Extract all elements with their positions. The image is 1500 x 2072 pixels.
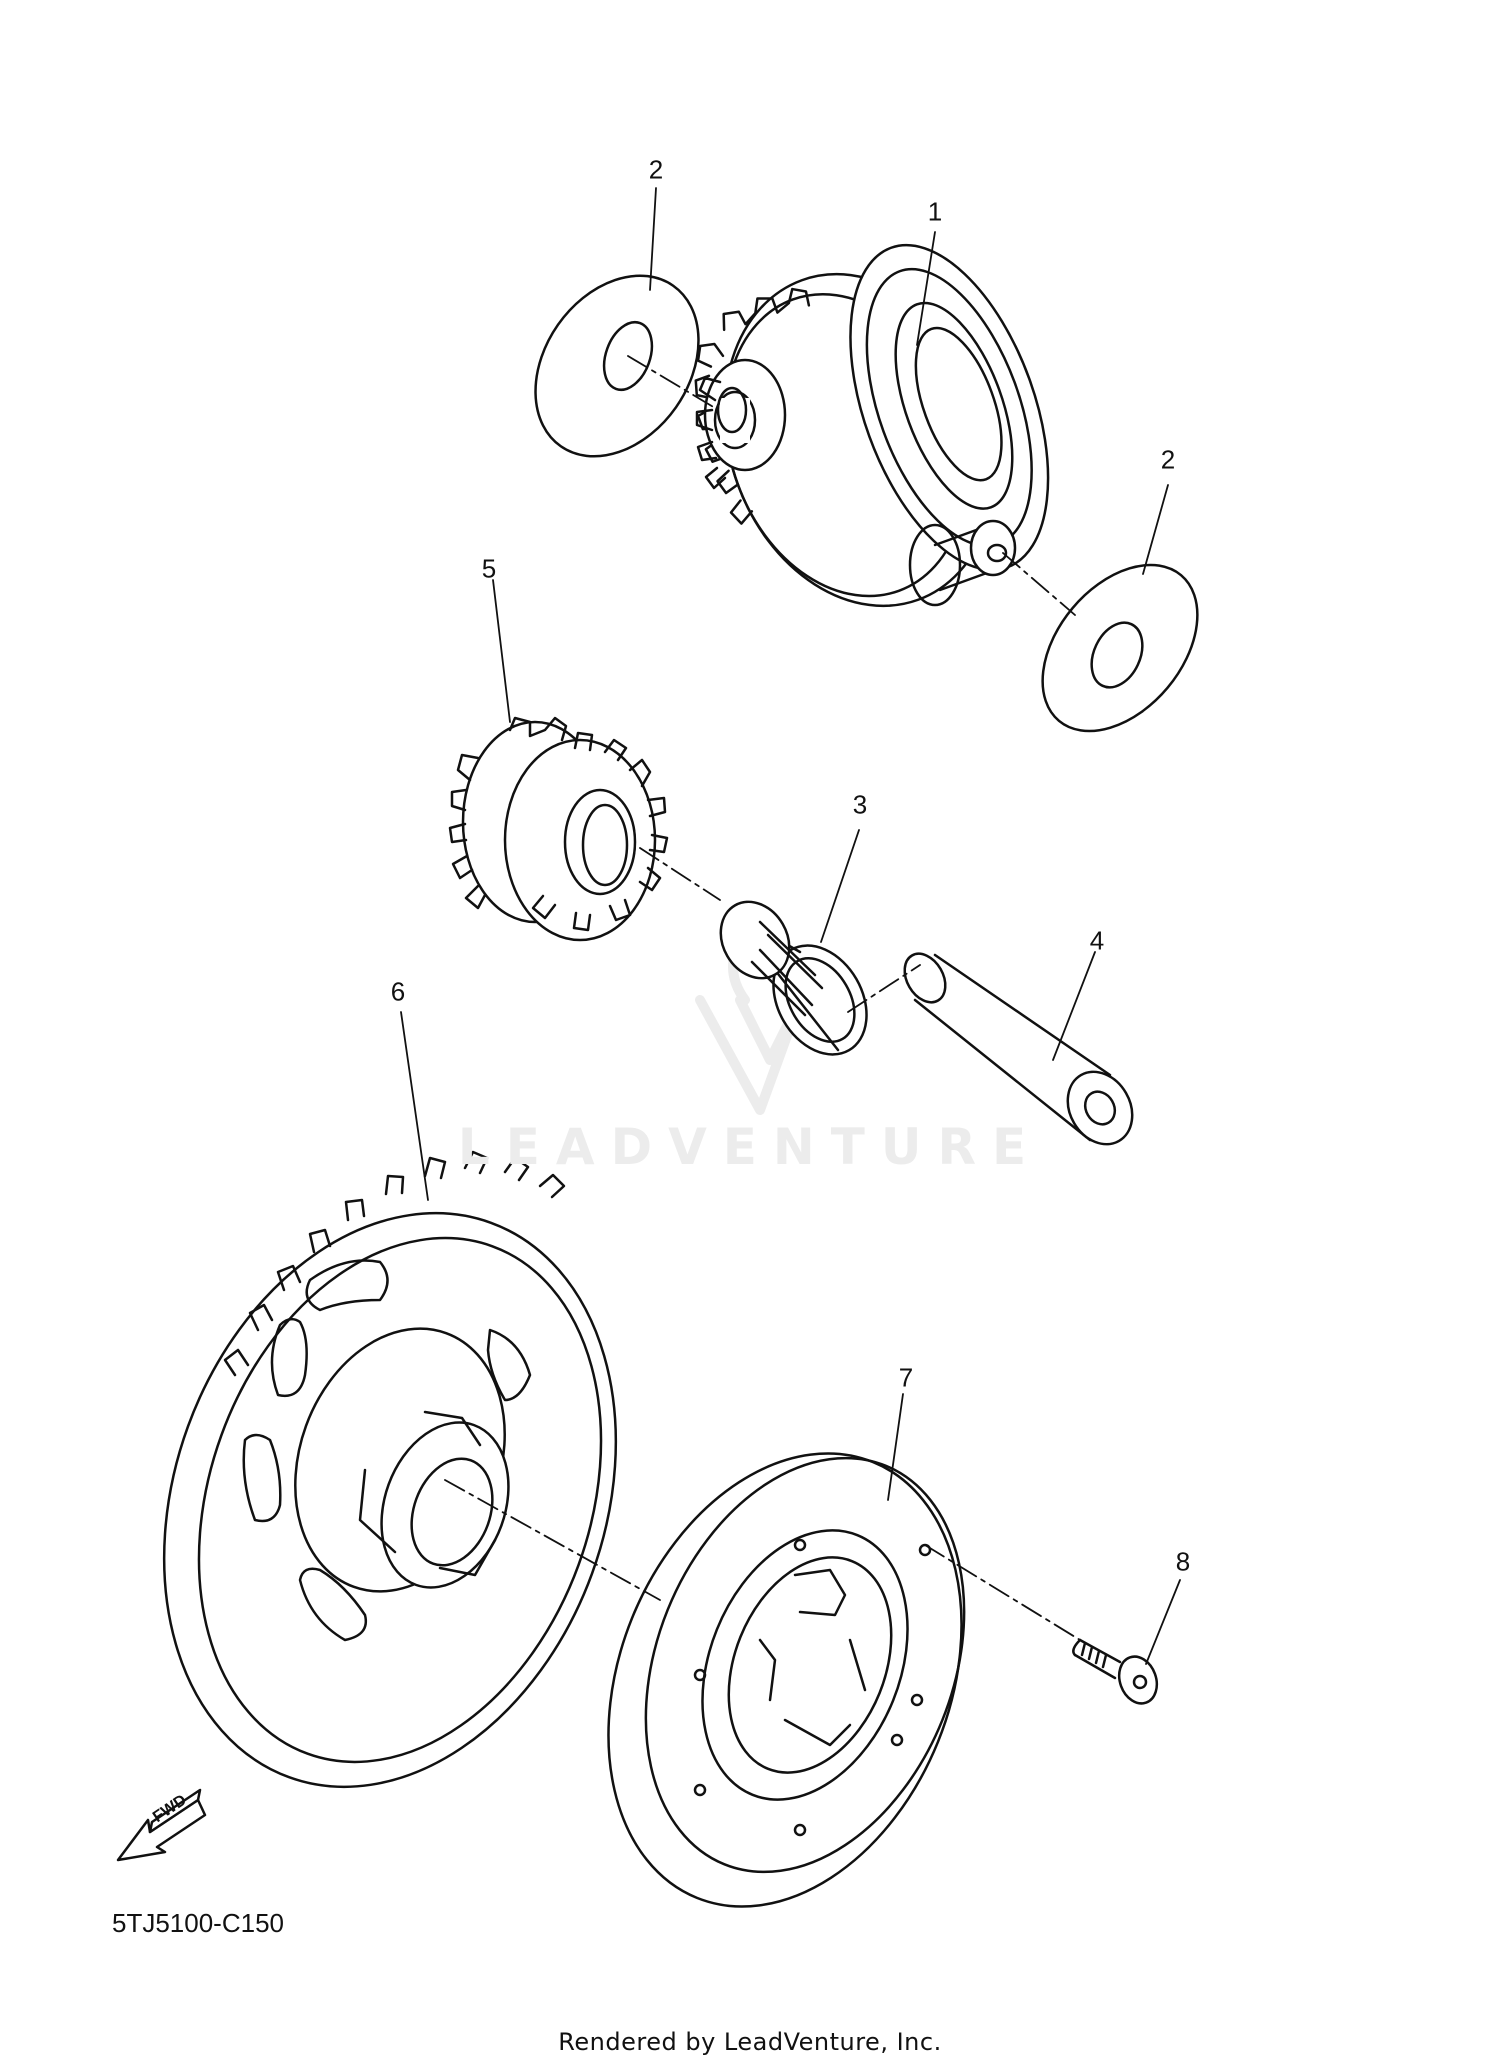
- callout-6: 6: [390, 976, 406, 1007]
- part-7-one-way-clutch[interactable]: [544, 1400, 1026, 1959]
- assembly-centerlines: [444, 355, 1081, 1641]
- part-6-starter-wheel-gear[interactable]: [87, 1149, 693, 1850]
- part-1-starter-gear-assembly[interactable]: [663, 219, 1088, 651]
- part-2-washer-upper[interactable]: [502, 244, 732, 487]
- part-3-needle-bearing[interactable]: [707, 889, 885, 1071]
- part-2-washer-lower[interactable]: [1011, 535, 1228, 760]
- watermark-text: LEADVENTURE: [457, 1118, 1043, 1176]
- callout-5: 5: [481, 553, 497, 584]
- callout-8: 8: [1175, 1546, 1191, 1577]
- part-8-bolt[interactable]: [1072, 1638, 1163, 1709]
- fwd-arrow-icon: [116, 1788, 207, 1862]
- callout-4: 4: [1089, 925, 1105, 956]
- leader-lines: [400, 187, 1181, 1665]
- render-credit: Rendered by LeadVenture, Inc.: [558, 2028, 942, 2056]
- diagram-code: 5TJ5100-C150: [112, 1908, 284, 1938]
- callout-7: 7: [898, 1362, 914, 1393]
- part-4-shaft[interactable]: [896, 946, 1145, 1155]
- callout-3: 3: [852, 789, 868, 820]
- callout-2-upper: 2: [648, 154, 664, 185]
- callout-2-lower: 2: [1160, 444, 1176, 475]
- part-5-double-gear[interactable]: [448, 716, 669, 942]
- callout-1: 1: [927, 196, 943, 227]
